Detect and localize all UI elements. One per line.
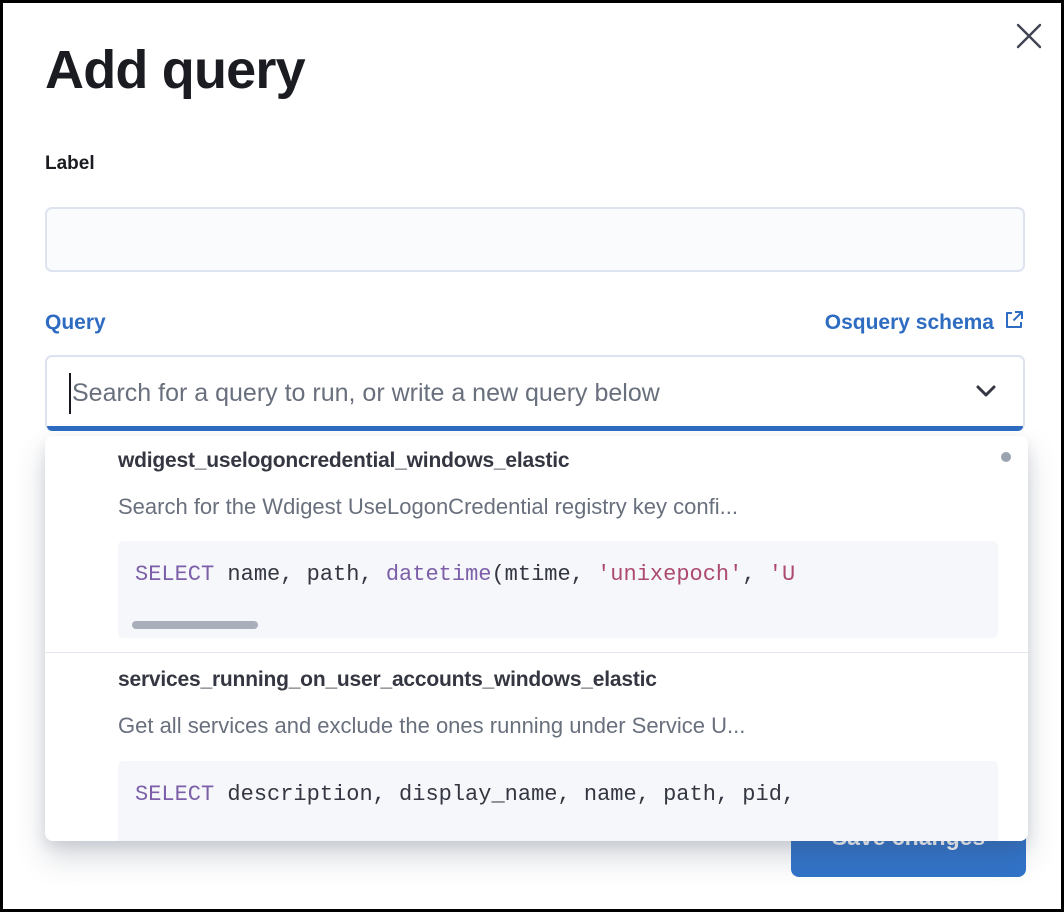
page-title: Add query bbox=[45, 40, 306, 100]
query-search-input[interactable] bbox=[47, 357, 1023, 429]
sql-token: datetime bbox=[385, 562, 492, 587]
sql-token: SELECT bbox=[135, 782, 215, 807]
query-option-description: Search for the Wdigest UseLogonCredentia… bbox=[118, 494, 738, 519]
sql-code-line: SELECT description, display_name, name, … bbox=[135, 782, 795, 807]
sql-token: description, display_name, name, path, p… bbox=[214, 782, 796, 807]
osquery-schema-link[interactable]: Osquery schema bbox=[825, 309, 1025, 337]
vertical-scrollbar-thumb[interactable] bbox=[1001, 452, 1011, 462]
query-option-description: Get all services and exclude the ones ru… bbox=[118, 713, 746, 738]
query-field-label: Query bbox=[45, 311, 106, 334]
label-input[interactable] bbox=[45, 207, 1025, 272]
sql-code-line: SELECT name, path, datetime(mtime, 'unix… bbox=[135, 562, 795, 587]
option-divider bbox=[45, 652, 1028, 653]
focus-underline bbox=[47, 426, 1023, 431]
horizontal-scrollbar-thumb[interactable] bbox=[132, 621, 258, 629]
sql-token: (mtime, bbox=[491, 562, 598, 587]
sql-code-block: SELECT name, path, datetime(mtime, 'unix… bbox=[118, 541, 998, 638]
query-field-header: Query Osquery schema bbox=[45, 309, 1025, 337]
query-search-combobox[interactable] bbox=[45, 355, 1025, 431]
label-field-label: Label bbox=[45, 153, 95, 174]
query-option-title: services_running_on_user_accounts_window… bbox=[118, 668, 657, 691]
text-cursor bbox=[69, 373, 71, 414]
sql-code-block: SELECT description, display_name, name, … bbox=[118, 761, 998, 841]
close-button[interactable] bbox=[1007, 15, 1051, 59]
query-option-title: wdigest_uselogoncredential_windows_elast… bbox=[118, 449, 570, 472]
close-icon bbox=[1014, 21, 1044, 54]
sql-token: 'U bbox=[768, 562, 796, 587]
osquery-schema-link-label: Osquery schema bbox=[824, 311, 994, 334]
external-link-icon bbox=[1003, 309, 1025, 337]
query-options-dropdown: wdigest_uselogoncredential_windows_elast… bbox=[45, 436, 1028, 841]
sql-token: 'unixepoch' bbox=[597, 562, 743, 587]
sql-token: SELECT bbox=[135, 562, 215, 587]
combobox-toggle[interactable] bbox=[971, 378, 1001, 408]
sql-token: , bbox=[742, 562, 769, 587]
chevron-down-icon bbox=[971, 376, 1001, 411]
sql-token: name, path, bbox=[214, 562, 386, 587]
